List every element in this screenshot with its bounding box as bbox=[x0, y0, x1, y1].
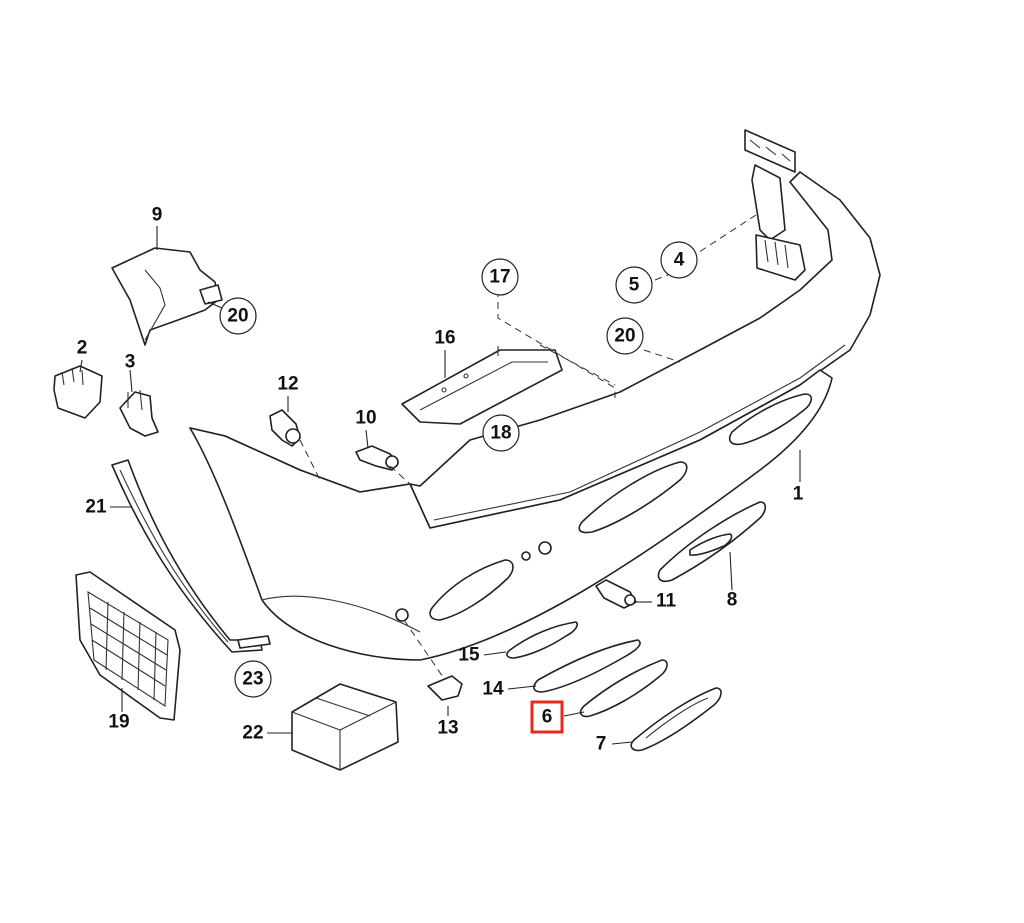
callout-20-center[interactable]: 20 bbox=[614, 326, 635, 347]
callout-7[interactable]: 7 bbox=[596, 734, 607, 755]
callout-3[interactable]: 3 bbox=[125, 352, 136, 373]
boxed-kit[interactable] bbox=[291, 683, 399, 771]
callout-20-upper[interactable]: 20 bbox=[227, 306, 248, 327]
reflector-insert-8[interactable] bbox=[657, 501, 767, 583]
callout-18[interactable]: 18 bbox=[490, 423, 511, 444]
callout-8[interactable]: 8 bbox=[727, 590, 738, 611]
cover-cap-13[interactable] bbox=[427, 675, 463, 701]
park-sensor-10[interactable] bbox=[355, 445, 399, 471]
side-grille[interactable] bbox=[75, 571, 181, 721]
callout-19[interactable]: 19 bbox=[108, 712, 129, 733]
callout-11[interactable]: 11 bbox=[656, 591, 677, 612]
bumper-carrier-bracket[interactable] bbox=[744, 129, 806, 281]
callout-12[interactable]: 12 bbox=[277, 374, 298, 395]
rear-bumper-shell[interactable] bbox=[189, 171, 881, 661]
callout-13[interactable]: 13 bbox=[437, 718, 458, 739]
callouts: 1 2 3 4 5 6 7 8 9 10 11 12 13 14 15 16 1… bbox=[77, 205, 804, 755]
callout-9[interactable]: 9 bbox=[152, 205, 163, 226]
callout-4[interactable]: 4 bbox=[674, 250, 685, 271]
callout-5[interactable]: 5 bbox=[629, 275, 640, 296]
callout-23[interactable]: 23 bbox=[242, 669, 263, 690]
callout-6[interactable]: 6 bbox=[542, 707, 553, 728]
side-bracket[interactable] bbox=[111, 247, 223, 346]
callout-21[interactable]: 21 bbox=[85, 497, 107, 518]
callout-14[interactable]: 14 bbox=[482, 679, 504, 700]
callout-2[interactable]: 2 bbox=[77, 338, 88, 359]
callout-17[interactable]: 17 bbox=[489, 267, 510, 288]
highlight-frame bbox=[530, 700, 564, 734]
trim-cover-6[interactable] bbox=[579, 659, 668, 718]
mounting-bracket-right[interactable] bbox=[119, 389, 159, 437]
trim-cover-7[interactable] bbox=[630, 687, 722, 752]
licence-plate-base[interactable] bbox=[401, 346, 563, 425]
callout-1[interactable]: 1 bbox=[793, 484, 804, 505]
park-sensor-12[interactable] bbox=[269, 409, 301, 447]
callout-10[interactable]: 10 bbox=[355, 408, 376, 429]
seal-strip-14[interactable] bbox=[533, 639, 641, 693]
callout-22[interactable]: 22 bbox=[242, 723, 263, 744]
trim-clip[interactable] bbox=[237, 635, 271, 649]
cover-cap-11[interactable] bbox=[595, 579, 637, 609]
callout-15[interactable]: 15 bbox=[458, 645, 480, 666]
seal-strip-15[interactable] bbox=[506, 621, 579, 659]
callout-16[interactable]: 16 bbox=[434, 328, 455, 349]
mounting-bracket-left[interactable] bbox=[53, 365, 103, 419]
